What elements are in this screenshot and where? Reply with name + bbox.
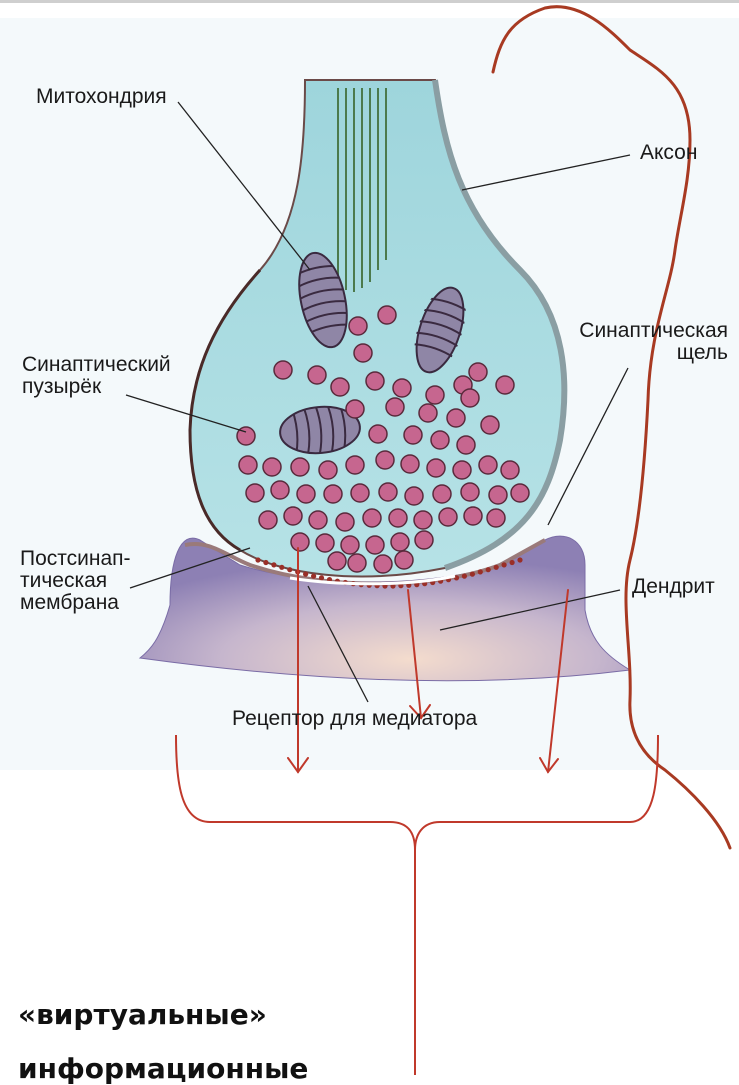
label-receptor: Рецептор для медиатора [232,708,477,730]
receptor-dot-27 [462,574,467,579]
vesicle-33 [479,456,497,474]
vesicle-36 [271,481,289,499]
vesicle-31 [427,459,445,477]
vesicle-14 [386,398,404,416]
vesicle-57 [316,534,334,552]
vesicle-6 [331,378,349,396]
vesicle-49 [336,513,354,531]
vesicle-7 [366,372,384,390]
label-synaptic-cleft: Синаптическая щель [568,320,728,364]
vesicle-35 [246,484,264,502]
vesicle-61 [415,531,433,549]
vesicle-50 [363,509,381,527]
vesicle-8 [393,379,411,397]
vesicle-25 [263,458,281,476]
vesicle-58 [341,536,359,554]
vesicle-54 [464,507,482,525]
receptor-dot-9 [319,575,324,580]
vesicle-56 [291,533,309,551]
vesicle-1 [349,317,367,335]
vesicle-47 [284,507,302,525]
vesicle-29 [376,451,394,469]
vesicle-62 [328,552,346,570]
vesicle-11 [469,363,487,381]
vesicle-12 [496,376,514,394]
receptor-dot-34 [517,557,522,562]
receptor-dot-28 [470,572,475,577]
vesicle-46 [259,511,277,529]
label-axon: Аксон [640,142,697,164]
vesicle-27 [319,461,337,479]
receptor-dot-5 [287,567,292,572]
label-synaptic-vesicle: Синаптический пузырёк [22,354,171,398]
vesicle-60 [391,533,409,551]
vesicle-38 [324,485,342,503]
vesicle-18 [481,416,499,434]
receptor-dot-3 [271,562,276,567]
vesicle-53 [439,508,457,526]
vesicle-4 [274,361,292,379]
receptor-dot-7 [303,572,308,577]
vesicle-3 [354,344,372,362]
vesicle-15 [419,404,437,422]
label-postsynaptic-membrane: Постсинап- тическая мембрана [20,548,131,614]
vesicle-24 [239,456,257,474]
label-dendrite: Дендрит [632,576,715,598]
vesicle-42 [433,485,451,503]
vesicle-17 [461,389,479,407]
vesicle-5 [308,366,326,384]
receptor-dot-8 [311,574,316,579]
vesicle-37 [297,485,315,503]
vesicle-34 [501,461,519,479]
microtubules [338,88,386,292]
vesicle-22 [431,431,449,449]
vesicle-43 [461,483,479,501]
vesicle-2 [378,306,396,324]
receptor-dot-32 [502,562,507,567]
vesicle-9 [426,386,444,404]
vesicle-21 [404,426,422,444]
vesicle-45 [511,484,529,502]
vesicle-51 [389,509,407,527]
vesicle-30 [401,455,419,473]
receptor-dot-30 [486,567,491,572]
receptor-dot-31 [494,565,499,570]
vesicle-64 [374,555,392,573]
vesicle-28 [346,456,364,474]
receptor-dot-29 [478,569,483,574]
vesicle-63 [348,554,366,572]
label-mitochondria: Митохондрия [36,86,167,108]
vesicle-16 [447,409,465,427]
vesicle-44 [489,486,507,504]
vesicle-13 [346,400,364,418]
vesicle-65 [395,551,413,569]
vesicle-39 [351,484,369,502]
vesicle-32 [453,461,471,479]
receptor-dot-33 [509,560,514,565]
vesicle-48 [309,511,327,529]
receptor-dot-1 [255,557,260,562]
caption-line-2: информационные [18,1055,308,1083]
receptor-dot-4 [279,565,284,570]
vesicle-26 [291,458,309,476]
caption-line-1: «виртуальные» [18,1001,267,1029]
vesicle-20 [369,425,387,443]
vesicle-52 [414,511,432,529]
vesicle-40 [379,483,397,501]
vesicle-23 [457,436,475,454]
receptor-dot-2 [263,560,268,565]
vesicle-41 [405,487,423,505]
vesicle-55 [487,509,505,527]
vesicle-59 [366,536,384,554]
